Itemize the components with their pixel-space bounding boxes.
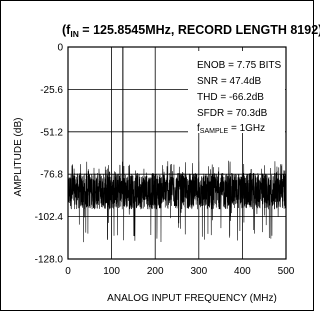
x-axis-label: ANALOG INPUT FREQUENCY (MHz) (107, 293, 277, 304)
x-tick-label: 100 (103, 266, 120, 277)
y-tick-label: -128.0 (35, 255, 64, 266)
annotation-thd: THD = -66.2dB (197, 92, 264, 103)
y-tick-label: -25.6 (40, 85, 63, 96)
annotation-sfdr: SFDR = 70.3dB (197, 108, 268, 119)
y-axis-ticks: 0 -25.6 -51.2 -76.8 -102.4 -128.0 (35, 43, 64, 266)
noise-floor-trace (67, 160, 287, 243)
y-tick-label: -102.4 (35, 212, 64, 223)
spectrum-series (67, 47, 287, 243)
y-tick-label: -76.8 (40, 170, 63, 181)
chart-title: (fIN = 125.8545MHz, RECORD LENGTH 8192) (62, 23, 320, 39)
y-tick-label: -51.2 (40, 127, 63, 138)
x-tick-label: 0 (65, 266, 71, 277)
plot-area-frame (67, 46, 287, 260)
y-axis-label: AMPLITUDE (dB) (13, 118, 24, 197)
y-tick-label: 0 (57, 43, 63, 54)
x-tick-label: 500 (278, 266, 295, 277)
x-tick-label: 200 (147, 266, 164, 277)
annotation-enob: ENOB = 7.75 BITS (197, 60, 282, 71)
x-tick-label: 400 (234, 266, 251, 277)
annotation-snr: SNR = 47.4dB (197, 76, 262, 87)
annotation-fsample: fSAMPLE = 1GHz (197, 123, 265, 135)
x-tick-label: 300 (190, 266, 207, 277)
annotation-background (188, 51, 285, 133)
x-axis-ticks: 0 100 200 300 400 500 (65, 266, 295, 277)
